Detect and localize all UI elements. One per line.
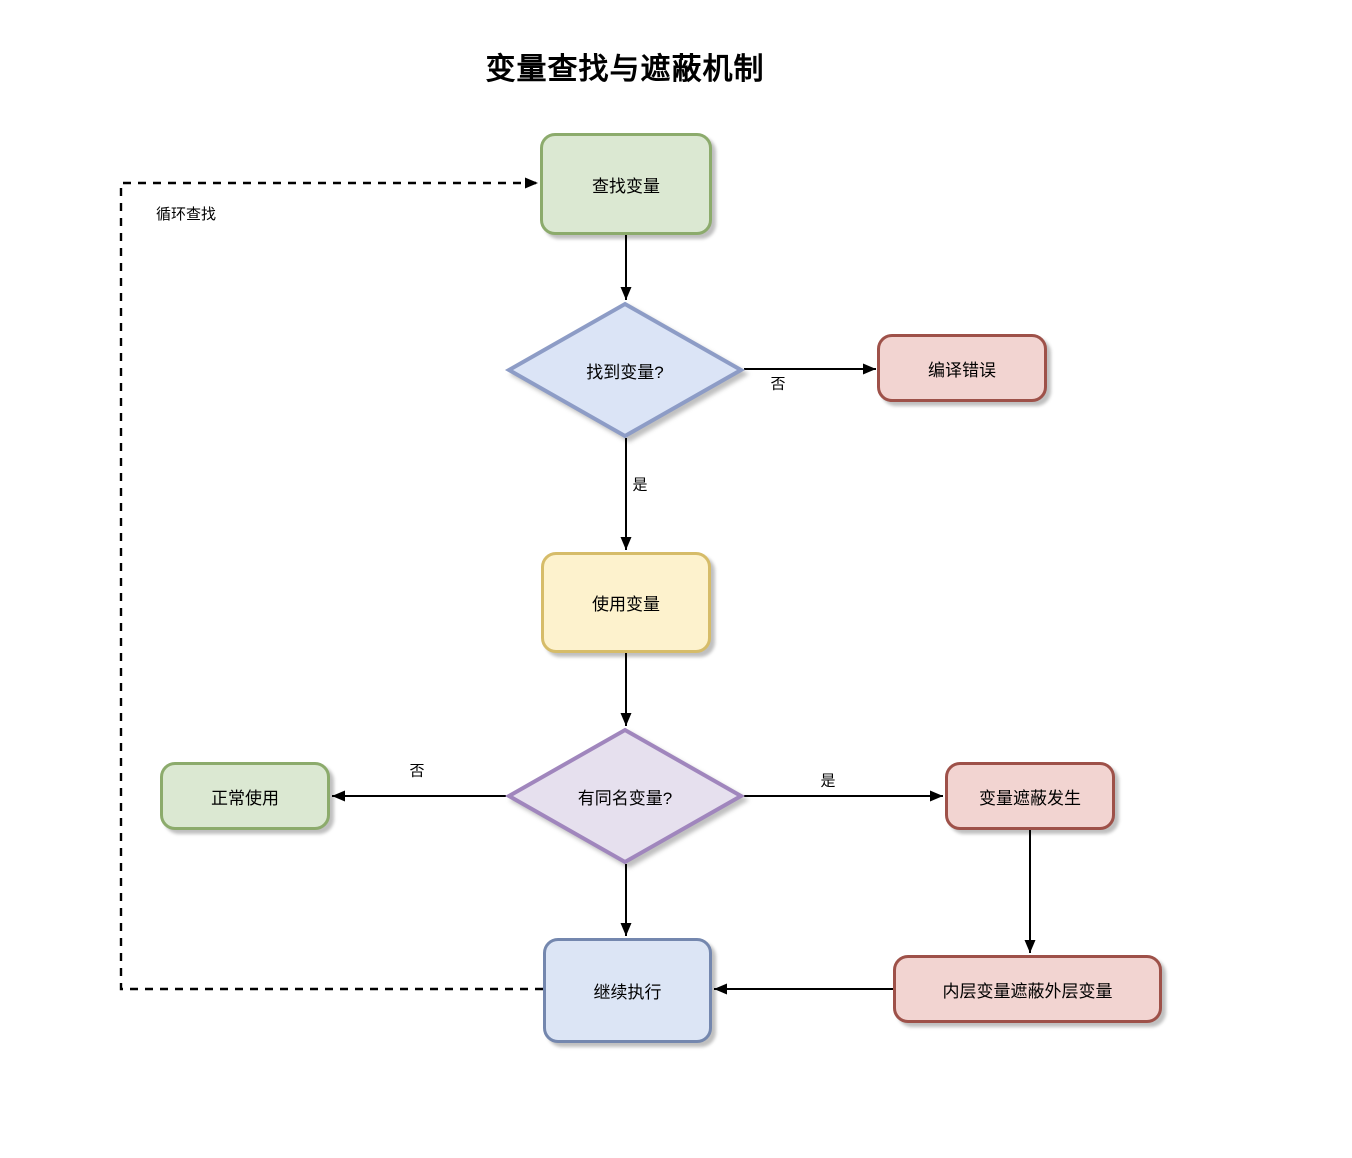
node-normal-use: 正常使用: [160, 762, 330, 830]
decision-same-name-variable: 有同名变量?: [504, 727, 746, 865]
edge-loop-dashed: [119, 177, 543, 991]
node-label: 变量遮蔽发生: [979, 788, 1081, 808]
node-label: 找到变量?: [586, 362, 664, 382]
edge-label-no-normal: 否: [409, 762, 425, 780]
edge-label-loop-lookup: 循环查找: [156, 206, 217, 223]
node-use-variable: 使用变量: [541, 552, 711, 653]
node-inner-shadows-outer: 内层变量遮蔽外层变量: [893, 955, 1162, 1023]
node-find-variable: 查找变量: [540, 133, 712, 235]
node-continue-execution: 继续执行: [543, 938, 712, 1043]
node-label: 正常使用: [211, 788, 279, 808]
node-label: 查找变量: [592, 176, 660, 196]
diagram-title: 变量查找与遮蔽机制: [485, 53, 765, 86]
diamond-shape: [504, 727, 746, 865]
edge-label-yes-shadow: 是: [820, 772, 836, 790]
decision-found-variable: 找到变量?: [504, 301, 746, 439]
node-label: 有同名变量?: [577, 788, 673, 808]
diamond-shape: [504, 301, 746, 439]
node-label: 内层变量遮蔽外层变量: [942, 981, 1113, 1001]
edge-label-yes-use: 是: [632, 476, 648, 494]
edge-label-no-compile: 否: [770, 375, 786, 393]
node-label: 编译错误: [928, 360, 996, 380]
node-label: 使用变量: [592, 595, 660, 614]
node-label: 继续执行: [593, 983, 662, 1002]
node-shadowing-occurs: 变量遮蔽发生: [945, 762, 1115, 830]
node-compile-error: 编译错误: [877, 334, 1047, 402]
